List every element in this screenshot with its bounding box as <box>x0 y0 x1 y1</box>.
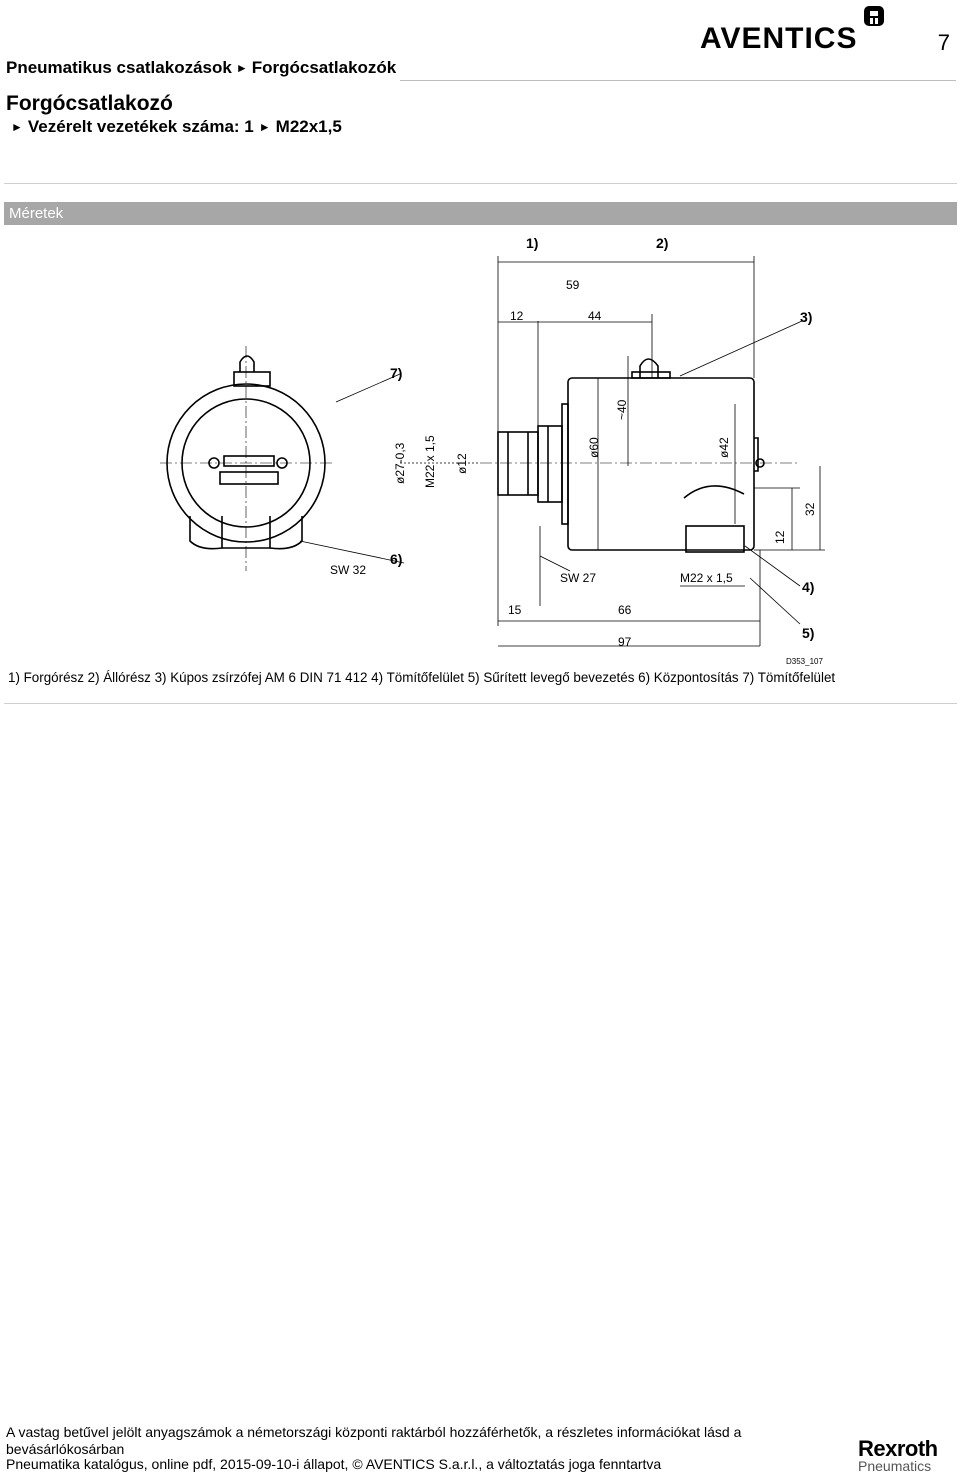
dim-44: 44 <box>588 309 602 323</box>
callout-6: 6) <box>390 551 402 567</box>
dimension-labels: 1) 2) 3) 7) 6) 4) 5) 59 12 44 ~40 ø60 ø4… <box>330 235 823 666</box>
dimension-lines <box>299 256 825 647</box>
side-view <box>480 358 800 553</box>
dim-27: ø27-0,3 <box>393 442 407 484</box>
section-header-bar: Méretek <box>4 202 957 225</box>
dim-97: 97 <box>618 635 632 649</box>
dim-66: 66 <box>618 603 632 617</box>
page-number: 7 <box>937 30 950 55</box>
dim-60: ø60 <box>587 437 601 458</box>
breadcrumb-item-forgocsatlakozok[interactable]: Forgócsatlakozók <box>251 58 397 77</box>
rexroth-logo: Rexroth <box>858 1436 938 1461</box>
section-title: Méretek <box>9 205 64 222</box>
header-divider <box>400 80 956 81</box>
dim-12-dia: ø12 <box>455 453 469 474</box>
dim-sw27: SW 27 <box>560 571 596 585</box>
dim-59: 59 <box>566 278 580 292</box>
dim-m22: M22 x 1,5 <box>680 571 733 585</box>
footnote: A vastag betűvel jelölt anyagszámok a né… <box>6 1424 742 1457</box>
dim-15: 15 <box>508 603 522 617</box>
subtitle-arrow-icon-2: ► <box>258 120 271 134</box>
drawing-id: D353_107 <box>786 657 823 666</box>
callout-7: 7) <box>390 365 402 381</box>
rexroth-subtitle: Pneumatics <box>858 1458 932 1474</box>
section-divider-top <box>4 183 957 184</box>
dimension-drawing: 1) 2) 3) 7) 6) 4) 5) 59 12 44 ~40 ø60 ø4… <box>160 235 825 666</box>
callout-3: 3) <box>800 309 812 325</box>
dim-12-top: 12 <box>510 309 524 323</box>
legend: 1) Forgórész 2) Állórész 3) Kúpos zsírzó… <box>8 670 836 685</box>
subtitle-part1: Vezérelt vezetékek száma: 1 <box>27 117 254 136</box>
section-divider-bottom <box>4 703 957 704</box>
breadcrumb-item-pneumatikus[interactable]: Pneumatikus csatlakozások <box>6 58 232 77</box>
breadcrumb-arrow-icon: ► <box>235 61 248 75</box>
subtitle-part2: M22x1,5 <box>275 117 342 136</box>
page-title: Forgócsatlakozó <box>6 92 173 115</box>
breadcrumb: Pneumatikus csatlakozások►Forgócsatlakoz… <box>6 58 396 78</box>
callout-4: 4) <box>802 579 814 595</box>
dim-40: ~40 <box>615 399 629 420</box>
callout-5: 5) <box>802 625 814 641</box>
dim-m22-vertical: M22 x 1,5 <box>423 435 437 488</box>
front-view <box>160 346 332 571</box>
footer-text: Pneumatika katalógus, online pdf, 2015-0… <box>6 1456 662 1472</box>
dim-32: 32 <box>803 502 817 516</box>
callout-2: 2) <box>656 235 668 251</box>
aventics-logo: AVENTICS <box>700 6 884 52</box>
subtitle-arrow-icon: ► <box>11 120 23 134</box>
aventics-mark-icon <box>864 6 884 26</box>
callout-1: 1) <box>526 235 538 251</box>
page-subtitle: ► Vezérelt vezetékek száma: 1 ► M22x1,5 <box>6 117 342 137</box>
dim-sw32: SW 32 <box>330 563 366 577</box>
dim-12-right: 12 <box>773 530 787 544</box>
aventics-logo-text: AVENTICS <box>700 22 857 52</box>
dim-42: ø42 <box>717 437 731 458</box>
